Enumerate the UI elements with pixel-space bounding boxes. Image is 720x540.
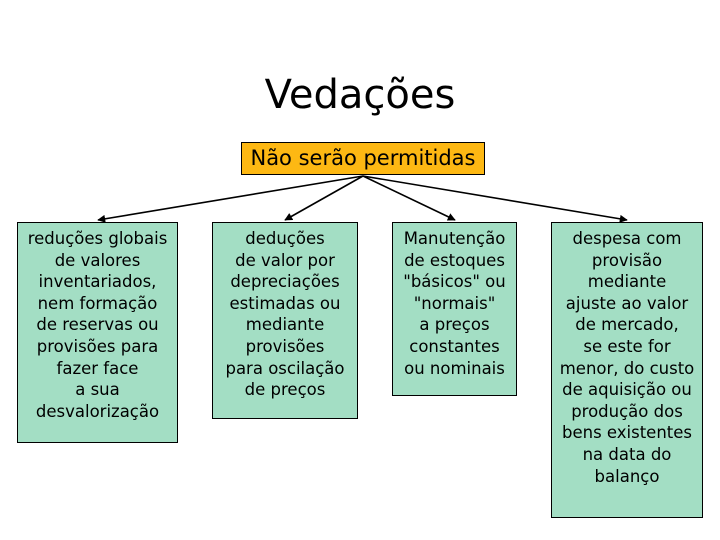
connector-line-2	[284, 175, 364, 221]
connector-line-1	[97, 175, 364, 223]
node-reducoes-globais: reduções globais de valores inventariado…	[17, 222, 178, 443]
page-title: Vedações	[264, 72, 456, 118]
banner-nao-serao-permitidas: Não serão permitidas	[241, 142, 485, 175]
node-despesa-com-provisao: despesa com provisão mediante ajuste ao …	[551, 222, 703, 518]
connector-line-4	[362, 175, 628, 223]
node-deducoes-de-valor: deduções de valor por depreciações estim…	[212, 222, 358, 419]
connector-line-3	[362, 175, 456, 221]
node-manutencao-de-estoques: Manutenção de estoques "básicos" ou "nor…	[392, 222, 517, 396]
